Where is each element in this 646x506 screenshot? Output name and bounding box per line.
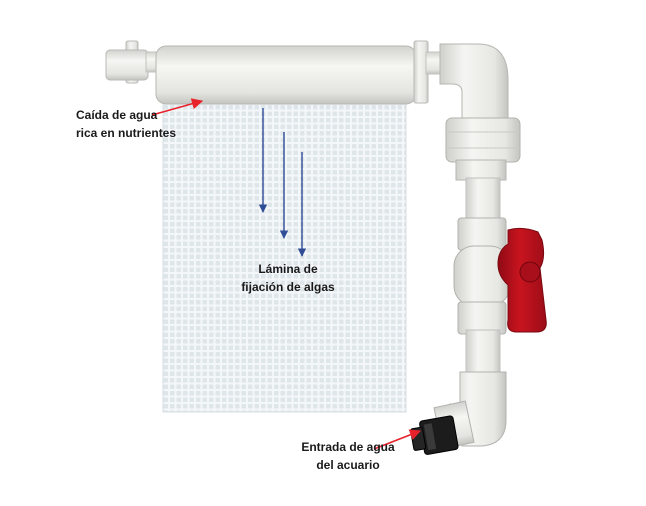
label-algae-sheet: Lámina de fijación de algas [236,260,340,296]
label-nutrient-water-line2: rica en nutrientes [76,126,177,140]
label-algae-sheet-line2: fijación de algas [241,280,335,294]
inlet-hose-fitting [410,415,459,455]
lower-riser-pipe [465,329,501,379]
ball-valve [453,217,511,335]
pointer-arrow-aquarium-inlet [373,429,422,450]
spray-bar-pipe [145,45,429,105]
label-aquarium-inlet-line1: Entrada de agua [301,440,395,454]
label-nutrient-water: Caída de agua rica en nutrientes [76,106,176,142]
union-coupling [445,117,521,181]
label-algae-sheet-line1: Lámina de [258,262,318,276]
upper-riser-pipe [465,177,501,223]
left-bracket [105,40,149,84]
pointer-arrow-nutrient-water [151,98,204,116]
top-elbow-fitting [439,43,509,123]
label-nutrient-water-line1: Caída de agua [76,108,158,122]
valve-handle [497,227,547,333]
water-flow-arrows [258,108,307,257]
label-aquarium-inlet: Entrada de agua del acuario [296,438,400,474]
label-aquarium-inlet-line2: del acuario [316,458,380,472]
